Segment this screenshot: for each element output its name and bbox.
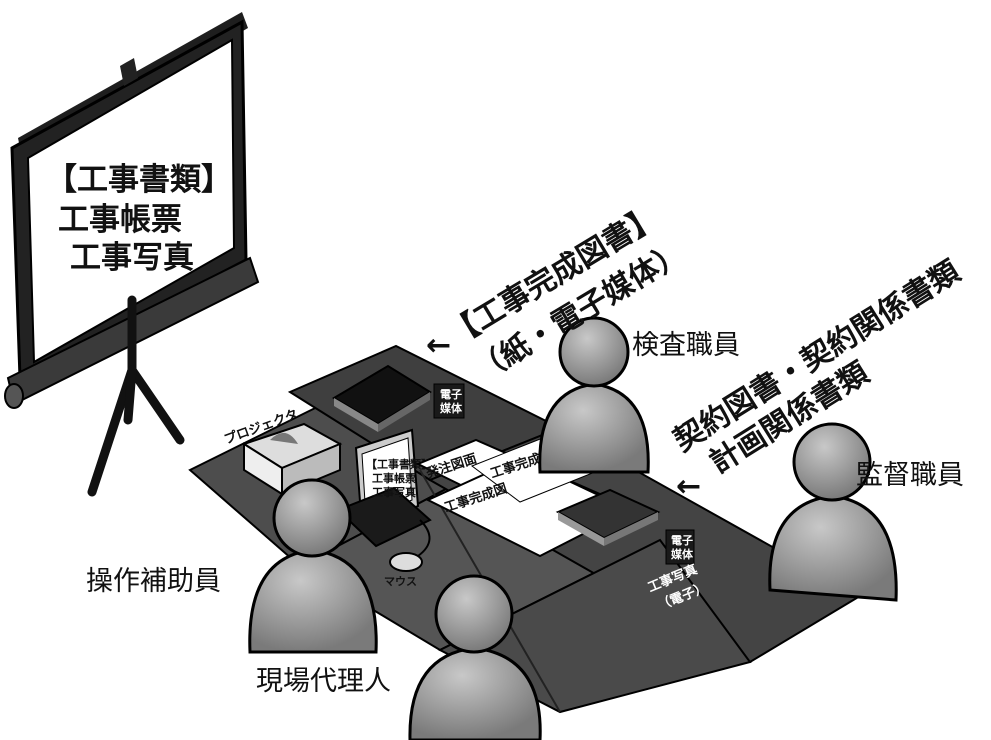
media-label-top: 電子 媒体 [433, 383, 465, 419]
person-inspector [538, 316, 650, 474]
agent-label: 現場代理人 [256, 666, 391, 697]
screen-text: 【工事書類】 工事帳票 工事写真 [46, 162, 232, 276]
laptop-line-1: 【工事書類】 [366, 457, 432, 471]
mouse-label: マウス [384, 575, 417, 588]
media-label-right: 電子 媒体 [665, 529, 695, 565]
callout-arrow: ← [676, 469, 701, 504]
supervisor-label: 監督職員 [856, 460, 964, 491]
tripod [87, 295, 185, 497]
person-agent [408, 574, 542, 740]
inspector-label: 検査職員 [632, 330, 740, 361]
screen-line-1: 【工事書類】 [46, 162, 232, 198]
laptop-line-3: 工事写真 [372, 485, 416, 499]
svg-text:電子: 電子 [440, 388, 462, 401]
person-supervisor [768, 422, 898, 602]
mouse: マウス [384, 519, 431, 588]
binder-top [332, 364, 432, 432]
svg-text:媒体: 媒体 [439, 401, 463, 415]
screen-line-3: 工事写真 [70, 240, 194, 276]
svg-text:電子: 電子 [671, 534, 693, 547]
callout-arrow: ← [426, 328, 451, 363]
binder-right [555, 488, 661, 546]
laptop-line-2: 工事帳票 [372, 471, 416, 485]
svg-text:媒体: 媒体 [670, 547, 694, 561]
operator-label: 操作補助員 [86, 566, 221, 597]
laptop: 【工事書類】 工事帳票 工事写真 [336, 428, 432, 548]
screen-line-2: 工事帳票 [58, 202, 182, 238]
person-operator [248, 478, 378, 654]
